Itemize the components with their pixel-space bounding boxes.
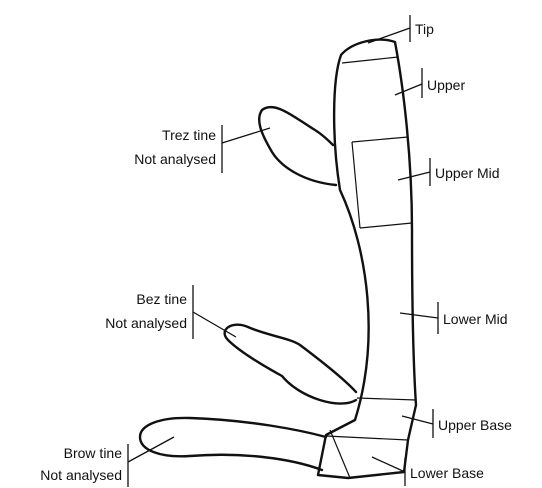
leader-bez [193, 312, 236, 337]
label-lower-base: Lower Base [410, 465, 484, 481]
label-bez-not-analysed: Not analysed [105, 315, 187, 331]
leader-upper-base [402, 416, 433, 424]
divider-uppermid-lowermid [360, 223, 412, 228]
label-lower-mid: Lower Mid [443, 311, 508, 327]
label-brow-tine: Brow tine [64, 445, 123, 461]
label-upper-mid: Upper Mid [435, 165, 500, 181]
divider-center-line-upper [352, 142, 360, 228]
leader-lower-base [372, 457, 405, 472]
divider-upperbase-lowerbase [326, 436, 408, 440]
trez-tine-outline [259, 107, 336, 185]
labels: Tip Upper Upper Mid Lower Mid Upper Base… [40, 21, 512, 483]
leader-upper-mid [398, 172, 430, 180]
label-bez-tine: Bez tine [136, 291, 187, 307]
divider-lowermid-upperbase [357, 398, 416, 400]
label-upper: Upper [427, 77, 465, 93]
main-beam-outline [318, 40, 416, 478]
label-trez-tine: Trez tine [162, 127, 216, 143]
brow-tine-outline [140, 418, 326, 470]
label-upper-base: Upper Base [438, 417, 512, 433]
section-dividers [326, 57, 416, 478]
divider-upper-uppermid [352, 137, 408, 142]
divider-tip-upper [342, 57, 398, 63]
leader-brow [128, 437, 174, 462]
label-tip: Tip [415, 21, 434, 37]
label-trez-not-analysed: Not analysed [134, 151, 216, 167]
bez-tine-outline [225, 325, 356, 404]
leader-lines [128, 15, 438, 487]
label-brow-not-analysed: Not analysed [40, 467, 122, 483]
leader-lower-mid [400, 313, 438, 318]
antler-outline [140, 40, 416, 478]
leader-upper [395, 84, 422, 95]
